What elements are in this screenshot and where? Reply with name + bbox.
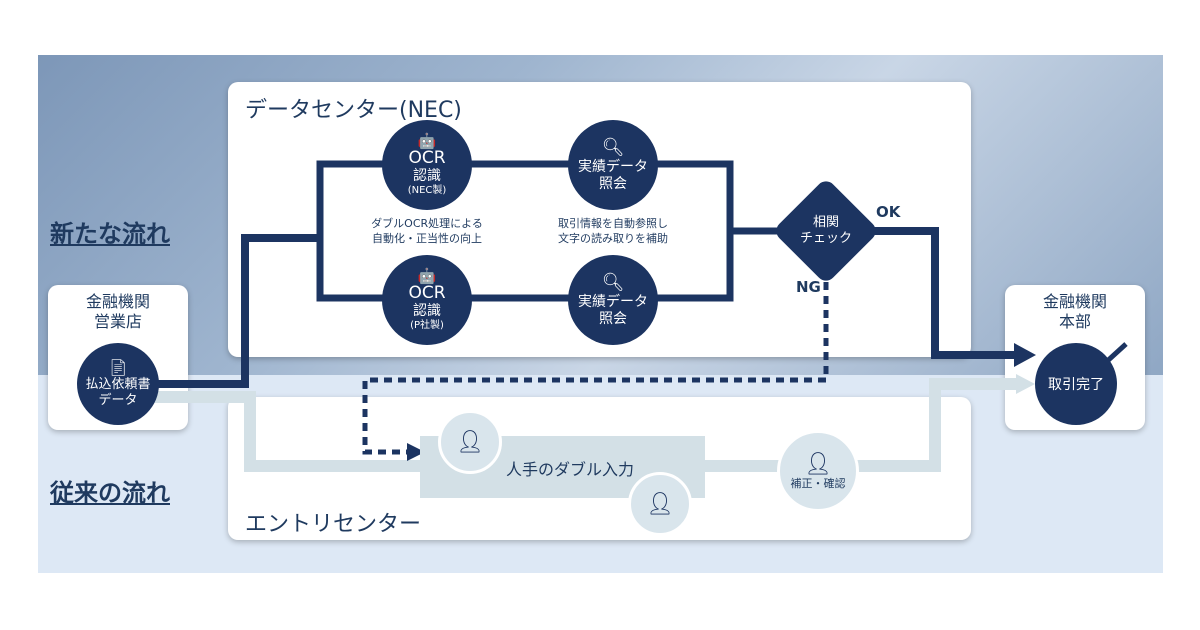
- datacenter-title: データセンター(NEC): [245, 98, 462, 123]
- checkmark-icon: [1092, 342, 1128, 368]
- record-lookup-bottom-node: 🔍︎ 実績データ 照会: [568, 255, 658, 345]
- ng-dashed-line: [362, 268, 829, 455]
- ocr-nec-node: 🤖 OCR 認識 (NEC製): [382, 120, 472, 210]
- fix-confirm-node: 👤︎ 補正・確認: [777, 430, 859, 512]
- ocr-description: ダブルOCR処理による 自動化・正当性の向上: [371, 217, 483, 245]
- entrycenter-title: エントリセンター: [245, 512, 422, 537]
- old-flow-line: [150, 391, 430, 472]
- branch-title: 金融機関 営業店: [85, 292, 150, 331]
- old-flow-arrowhead: [1016, 374, 1035, 394]
- ok-label: OK: [876, 203, 901, 221]
- person-icon: 👤︎: [646, 491, 674, 517]
- magnifier-icon: 🔍︎: [601, 137, 625, 158]
- robot-icon: 🤖: [417, 131, 437, 150]
- lookup-description: 取引情報を自動参照し 文字の読み取りを補助: [558, 217, 668, 245]
- new-flow-line: [150, 234, 320, 388]
- operator-avatar-top: 👤︎: [438, 410, 502, 474]
- record-lookup-top-node: 🔍︎ 実績データ 照会: [568, 120, 658, 210]
- ng-label: NG: [796, 278, 821, 296]
- correlation-check-label: 相関 チェック: [799, 215, 852, 246]
- robot-icon: 🤖: [417, 266, 437, 285]
- ng-arrowhead: [407, 443, 425, 461]
- remittance-data-node: 📄︎ 払込依頼書 データ: [77, 343, 159, 425]
- hq-title: 金融機関 本部: [1042, 292, 1107, 331]
- old-flow-label: 従来の流れ: [50, 479, 170, 507]
- ok-arrowhead: [1014, 343, 1036, 367]
- new-flow-label: 新たな流れ: [50, 220, 170, 248]
- double-input-label: 人手のダブル入力: [505, 460, 634, 479]
- transaction-complete-node: 取引完了: [1035, 343, 1117, 425]
- magnifier-icon: 🔍︎: [601, 272, 625, 293]
- operator-avatar-bottom: 👤︎: [628, 472, 692, 536]
- person-icon: 👤︎: [804, 451, 832, 477]
- person-icon: 👤︎: [456, 429, 484, 455]
- document-icon: 📄︎: [107, 358, 129, 377]
- ocr-p-node: 🤖 OCR 認識 (P社製): [382, 255, 472, 345]
